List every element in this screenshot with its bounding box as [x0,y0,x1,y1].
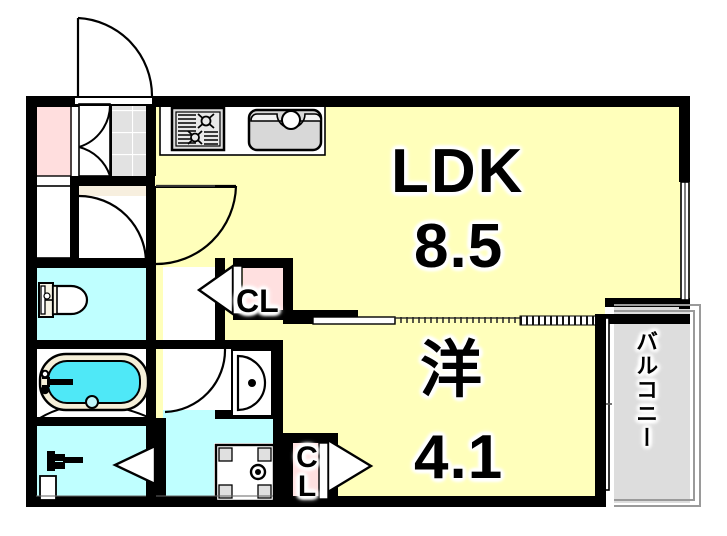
toilet-icon [38,282,89,318]
ldk-right-lower-wall [595,314,606,500]
closet-upper-label: CL [236,283,279,319]
balcony-fill [614,305,690,503]
ldk-size-label: 8.5 [414,212,504,281]
shoe-closet-fill [36,104,72,176]
washroom-sliding-door [326,437,374,495]
toilet-sliding-door [112,444,157,486]
shoe-closet-outline [35,103,72,177]
shower-mixer-icon [39,451,83,501]
hall-door [155,184,238,266]
bathtub-icon [38,352,150,412]
folding-door-pleats [394,317,516,323]
entrance-door-threshold [75,96,152,106]
storage-fill [36,185,72,257]
ldk-partition-wall [283,314,690,326]
genkan-frame [78,103,111,177]
kitchen-counter-outline [159,100,326,156]
bath-door [164,348,227,414]
washing-machine-pan-icon [214,443,276,503]
entrance-door [76,16,154,97]
closet-upper-panel [232,265,243,315]
closet-lower-label-l: L [297,470,317,503]
kitchen-sink-icon [247,108,323,152]
entrance-sill [75,96,152,98]
closet-upper-walls [233,258,358,320]
closet-lower-label-c: C [296,441,318,474]
entrance-sill2 [75,104,152,106]
genkan-door-jamb [110,104,112,176]
washroom-door-area [163,348,225,410]
ldk-label: LDK [391,137,525,206]
hall-door-sill [156,186,236,188]
thin-outlines [36,185,273,497]
western-room-size-label: 4.1 [414,423,504,492]
exterior-walls [26,96,690,507]
closet-lower-panel [318,442,329,500]
corridor-door [78,194,148,264]
ldk-floor-fill-right [605,96,690,301]
interior-walls [26,96,283,507]
ldk-window [680,181,690,301]
balcony-outline [614,304,701,507]
washbasin-icon [231,349,273,417]
gas-stove-icon [170,106,226,152]
western-room-label: 洋 [420,336,483,405]
storage-outline [35,185,72,259]
balcony-label: バルコニー [633,330,659,450]
folding-door-pleats-2 [520,316,594,325]
balcony-wall-tick [679,307,690,309]
genkan-door [78,103,112,177]
ldk-corner-wall [595,496,606,507]
